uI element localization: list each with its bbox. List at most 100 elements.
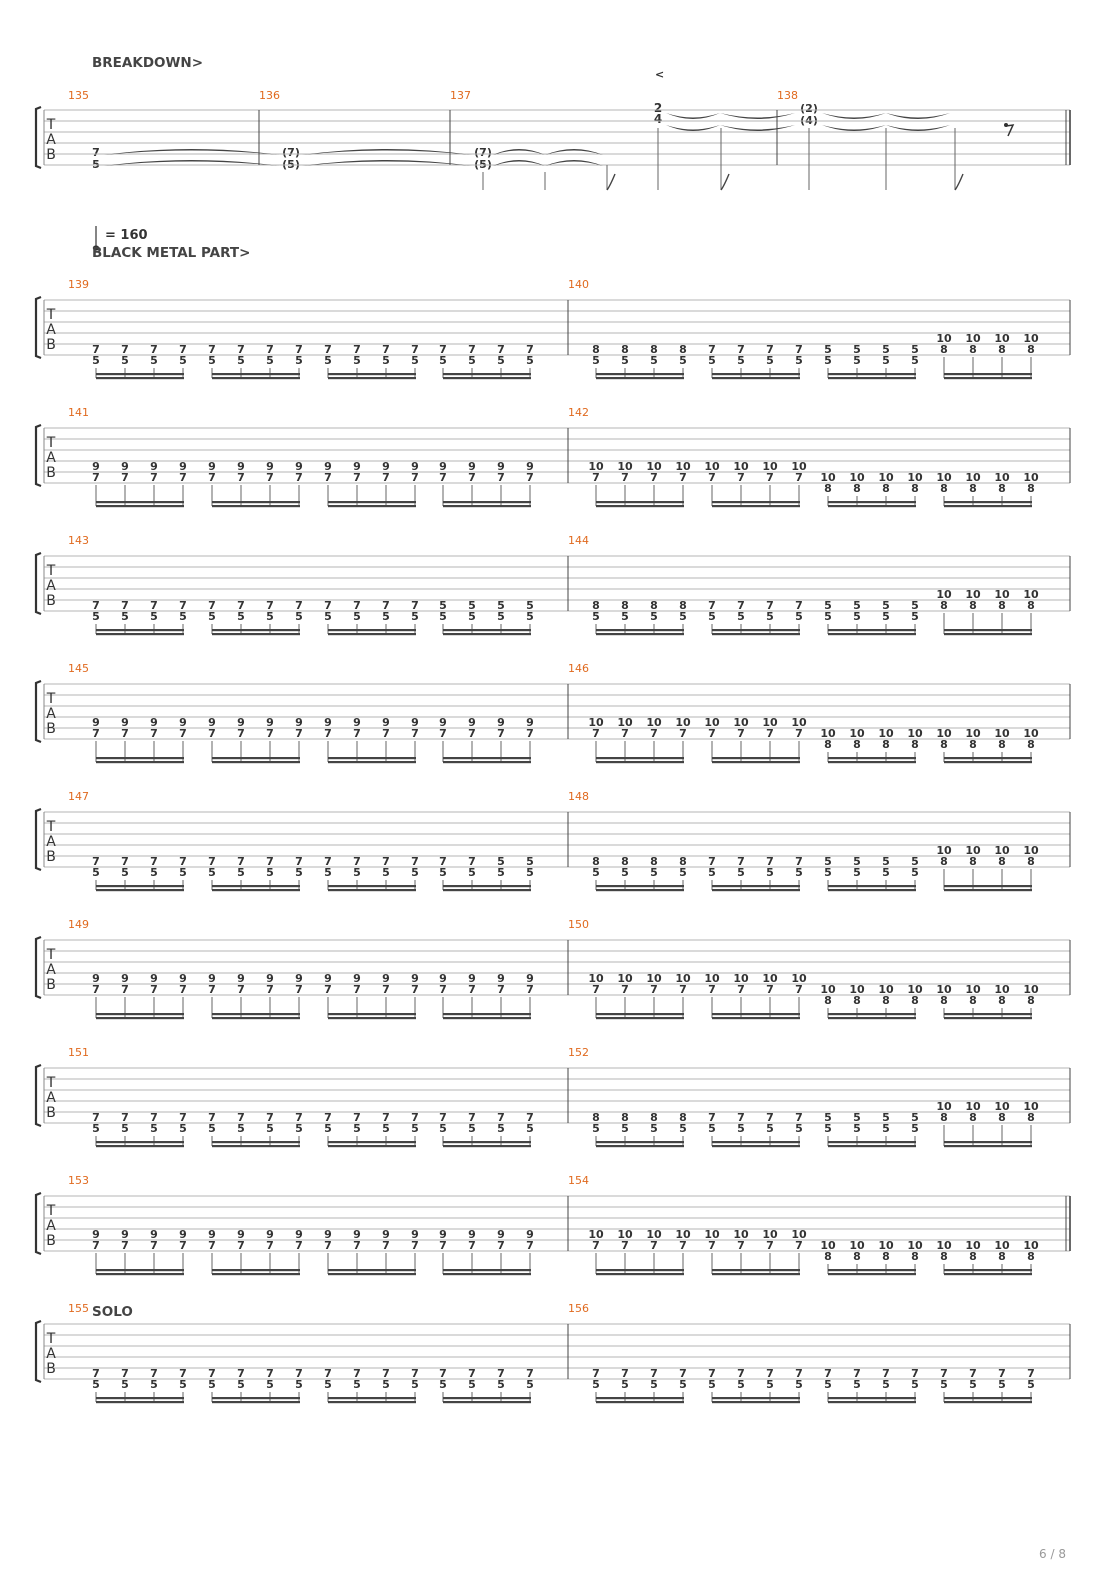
fret-number-bottom: 7	[468, 471, 476, 484]
fret-number-bottom: 7	[795, 1239, 803, 1252]
fret-number-bottom: 7	[708, 471, 716, 484]
fret-number-top: 7	[295, 855, 303, 868]
fret-number-top: 7	[121, 599, 129, 612]
tie-arc	[720, 125, 795, 131]
note-chord: 55	[853, 855, 861, 879]
tie-arc	[302, 160, 472, 166]
note-chord: 75	[708, 855, 716, 879]
note-chord: 108	[820, 471, 836, 495]
beam	[96, 1269, 184, 1272]
fret-number-bottom: 8	[969, 1250, 977, 1263]
beam	[328, 501, 416, 504]
fret-number-bottom: 8	[998, 994, 1006, 1007]
svg-text:4: 4	[654, 112, 662, 126]
fret-number-bottom: 7	[737, 983, 745, 996]
note-chord: 108	[965, 727, 981, 751]
note-chord: 75	[92, 599, 100, 623]
fret-number-top: 7	[121, 343, 129, 356]
tab-clef-t: T	[46, 117, 56, 133]
fret-number-top: 9	[382, 1228, 390, 1241]
note-chord: 75	[92, 1111, 100, 1135]
fret-number-top: 10	[907, 1239, 923, 1252]
fret-number-bottom: 7	[439, 1239, 447, 1252]
beam	[944, 629, 1032, 632]
fret-number-top: 7	[766, 1111, 774, 1124]
beam	[328, 633, 416, 636]
note-chord: 55	[911, 599, 919, 623]
note-chord: 75	[92, 1367, 100, 1391]
tie-arc	[886, 113, 950, 119]
note-chord: 107	[762, 716, 778, 740]
fret-number-top: 9	[526, 972, 534, 985]
beam	[212, 1397, 300, 1400]
fret-number-top: 8	[650, 599, 658, 612]
system-bracket	[34, 1063, 42, 1128]
bar-number: 136	[259, 89, 280, 102]
fret-number-bottom: 5	[679, 610, 687, 623]
fret-number-bottom: 5	[353, 1378, 361, 1391]
note-chord: 55	[882, 855, 890, 879]
note-chord: 85	[592, 343, 600, 367]
note-chord: 97	[92, 972, 100, 996]
fret-number-top: 9	[179, 1228, 187, 1241]
fret-number-bottom: 8	[911, 482, 919, 495]
note-chord: 107	[675, 1228, 691, 1252]
note-chord: 97	[353, 460, 361, 484]
fret-number-top: 10	[762, 460, 778, 473]
note-chord: 97	[237, 716, 245, 740]
fret-number-bottom: 5	[592, 1378, 600, 1391]
fret-number-top: 10	[791, 1228, 807, 1241]
fret-number-top: 7	[92, 343, 100, 356]
fret-number-bottom: 5	[121, 610, 129, 623]
fret-number-bottom: 5	[237, 1122, 245, 1135]
tie-arc	[545, 160, 603, 166]
note-chord: 97	[121, 460, 129, 484]
fret-number-bottom: 7	[526, 727, 534, 740]
fret-number-bottom: 8	[940, 343, 948, 356]
fret-number-bottom: 5	[468, 610, 476, 623]
fret-number-bottom: 7	[708, 983, 716, 996]
fret-number-bottom: 8	[969, 482, 977, 495]
beam	[596, 1017, 684, 1020]
fret-number-top: 10	[994, 1100, 1010, 1113]
beam	[944, 377, 1032, 380]
note-chord: 75	[150, 855, 158, 879]
beam	[212, 373, 300, 376]
fret-number-bottom: 5	[911, 354, 919, 367]
note-chord: 107	[733, 460, 749, 484]
fret-number-top: 8	[621, 855, 629, 868]
fret-number-top: 8	[650, 1111, 658, 1124]
note-chord: 108	[1023, 844, 1039, 868]
note-chord: 108	[936, 588, 952, 612]
beam	[443, 1145, 531, 1148]
fret-number-top: 7	[266, 1367, 274, 1380]
beam	[944, 1013, 1032, 1016]
note-chord: 107	[646, 1228, 662, 1252]
note-chord: 75	[237, 343, 245, 367]
fret-number-top: 5	[439, 599, 447, 612]
fret-number-top: 9	[237, 972, 245, 985]
note-chord: 108	[849, 1239, 865, 1263]
fret-number-top: 8	[679, 343, 687, 356]
fret-number-top: 7	[121, 855, 129, 868]
fret-number-bottom: 7	[295, 983, 303, 996]
fret-number-bottom: 5	[411, 610, 419, 623]
fret-number-top: 9	[121, 972, 129, 985]
note-chord: 55	[882, 599, 890, 623]
beam	[328, 761, 416, 764]
beam	[596, 1273, 684, 1276]
tab-system-breakdown: < 135 136 137 138 2 4 7 5 (7) (5) (7) (5…	[34, 68, 1071, 191]
fret-number-top: 9	[411, 972, 419, 985]
fret-number-top: 10	[965, 588, 981, 601]
fret-number-top: 10	[588, 972, 604, 985]
note-chord: (2) (4)	[800, 102, 818, 127]
bar-number: 138	[777, 89, 798, 102]
fret-number-top: 10	[1023, 1239, 1039, 1252]
beam	[96, 1017, 184, 1020]
beam	[712, 373, 800, 376]
fret-number-top: 10	[994, 727, 1010, 740]
fret-number-bottom: 8	[853, 482, 861, 495]
beam	[212, 501, 300, 504]
fret-number-top: 7	[766, 1367, 774, 1380]
fret-number-top: 9	[353, 460, 361, 473]
